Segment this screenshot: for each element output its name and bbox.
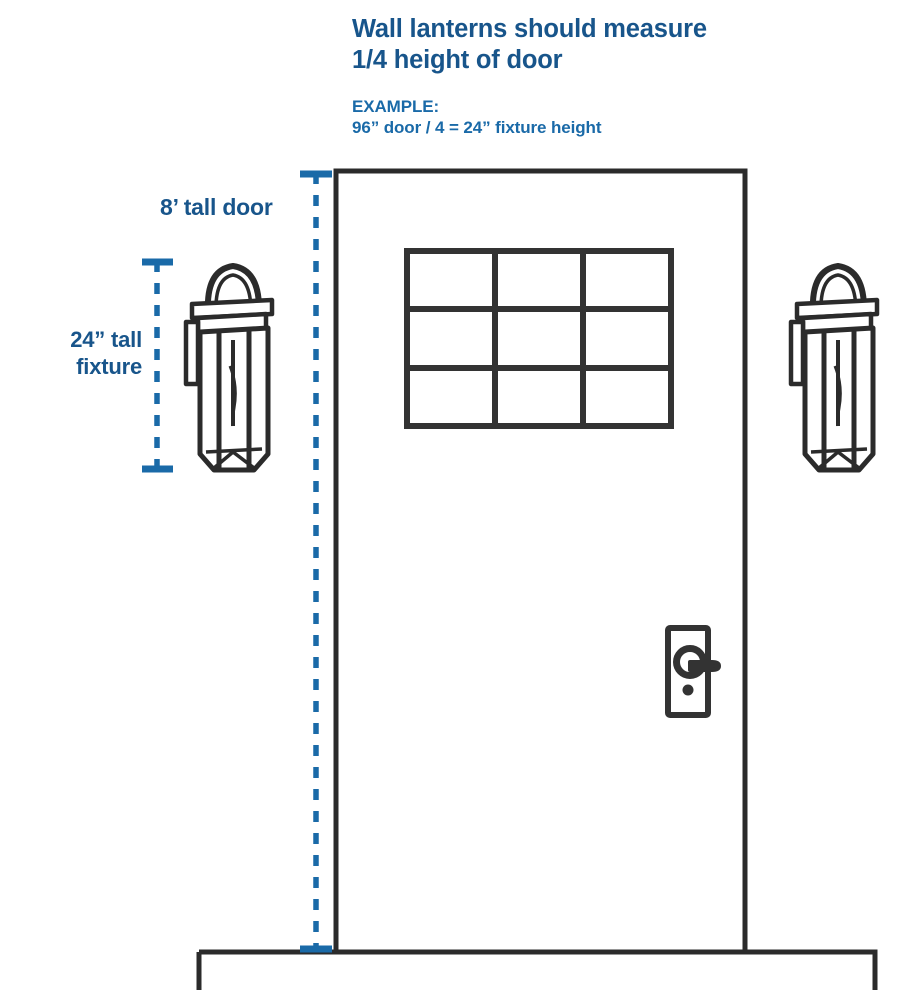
lantern-bottom-rail	[810, 447, 868, 454]
lantern-filament	[833, 365, 842, 427]
lantern-handle-knob	[815, 308, 827, 320]
example-calculation: 96” door / 4 = 24” fixture height	[352, 118, 602, 137]
door-height-dimension	[300, 170, 332, 953]
lantern-wall-bracket	[183, 319, 201, 387]
door-handle-backplate[interactable]	[665, 625, 711, 718]
lantern-base-bevel	[817, 449, 861, 470]
lantern-filament	[228, 365, 237, 427]
lantern-handle-knob	[210, 308, 222, 320]
lantern-bottom-rail	[205, 447, 263, 454]
lantern-top-cap	[189, 297, 275, 321]
left-wall-lantern	[183, 262, 275, 473]
door-height-label: 8’ tall door	[160, 194, 273, 220]
fixture-height-label: 24” tall fixture	[70, 327, 142, 379]
door-group	[333, 168, 748, 955]
example-label: EXAMPLE:	[352, 97, 440, 116]
door-panel	[333, 168, 748, 955]
lantern-handle-arch	[204, 262, 263, 315]
lantern-handle-arch-inner	[214, 273, 253, 314]
lantern-base-bevel	[212, 449, 256, 470]
lantern-cap-collar	[800, 311, 874, 337]
right-wall-lantern	[788, 262, 880, 473]
lantern-wall-bracket	[788, 319, 806, 387]
door-window-frame	[404, 248, 674, 429]
door-handle-ring[interactable]	[673, 645, 707, 679]
lantern-cap-collar	[195, 311, 269, 337]
door-handle-lever[interactable]	[688, 660, 721, 672]
lantern-handle-arch-inner	[819, 273, 858, 314]
lantern-handle-arch	[809, 262, 868, 315]
door-keyhole	[682, 684, 694, 696]
page-title: Wall lanterns should measure 1/4 height …	[352, 15, 707, 75]
threshold-step	[196, 949, 878, 990]
lantern-body	[802, 325, 876, 473]
lantern-top-cap	[794, 297, 880, 321]
fixture-height-dimension	[142, 258, 173, 473]
lantern-body	[197, 325, 271, 473]
